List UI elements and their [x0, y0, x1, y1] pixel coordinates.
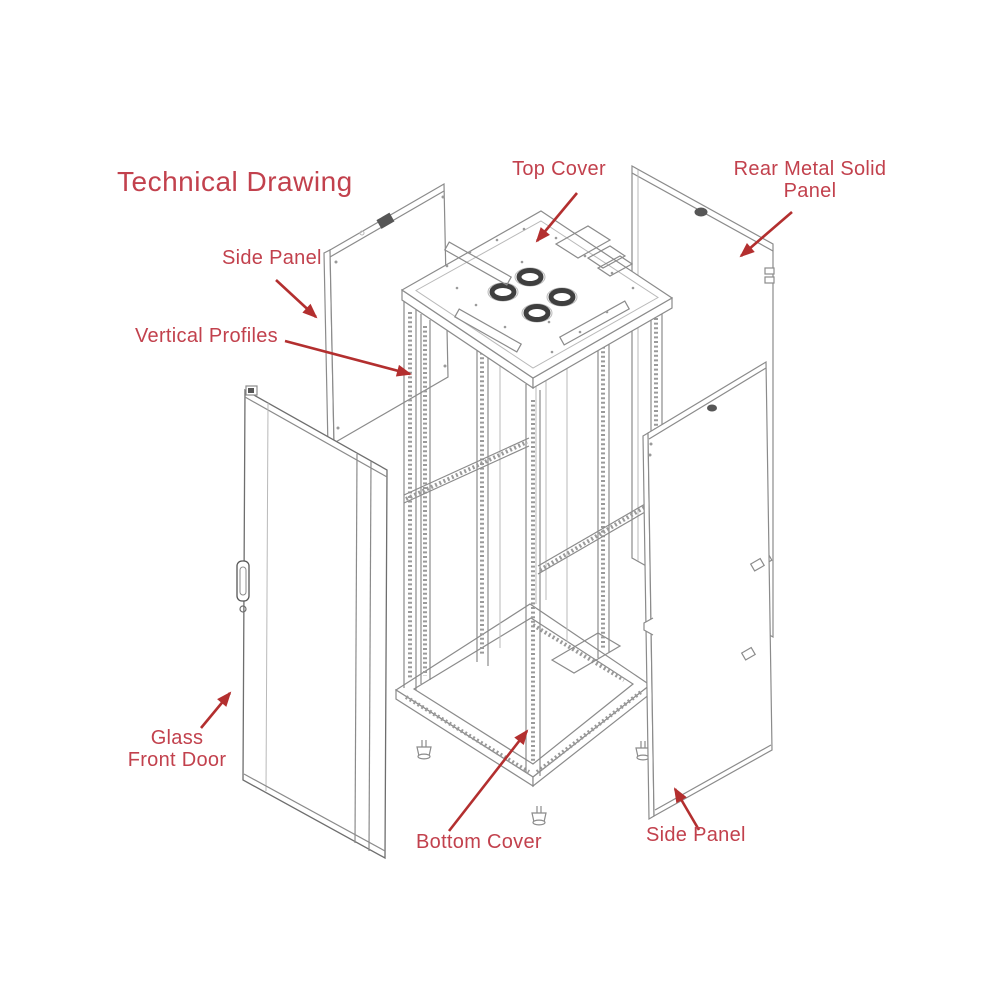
arrow-bottom-cover [447, 729, 529, 832]
side-panel-right-drawing [642, 360, 773, 821]
cabinet-frame-drawing [394, 210, 674, 826]
label-bottom-cover: Bottom Cover [416, 831, 542, 853]
arrow-side-panel-right [673, 787, 701, 831]
rear-panel-latch [694, 207, 708, 217]
label-side-panel-left: Side Panel [222, 247, 322, 269]
arrow-rear-panel [739, 211, 793, 258]
label-rear-metal-solid-panel: Rear Metal Solid Panel [733, 158, 887, 203]
door-handle [236, 560, 250, 613]
arrow-glass-front-door [199, 691, 232, 729]
arrow-vertical-profiles [284, 339, 412, 377]
side-panel-right-latch [707, 404, 717, 412]
top-cover-drawing [400, 210, 674, 390]
door-lock [239, 605, 247, 613]
side-panel-left-latch [376, 212, 395, 229]
label-side-panel-right: Side Panel [646, 824, 746, 846]
glass-front-door-drawing [236, 385, 388, 860]
label-vertical-profiles: Vertical Profiles [135, 325, 278, 347]
arrow-side-panel-left [275, 279, 318, 319]
label-glass-front-door: Glass Front Door [127, 727, 227, 772]
screw-holes [445, 227, 635, 354]
callout-arrows [199, 192, 793, 832]
fan-cutouts [487, 267, 578, 323]
page-title: Technical Drawing [117, 166, 353, 197]
bottom-cover-drawing [394, 603, 652, 788]
depth-rails-drawing [403, 437, 653, 575]
arrow-top-cover [535, 192, 578, 243]
label-top-cover: Top Cover [512, 158, 606, 180]
